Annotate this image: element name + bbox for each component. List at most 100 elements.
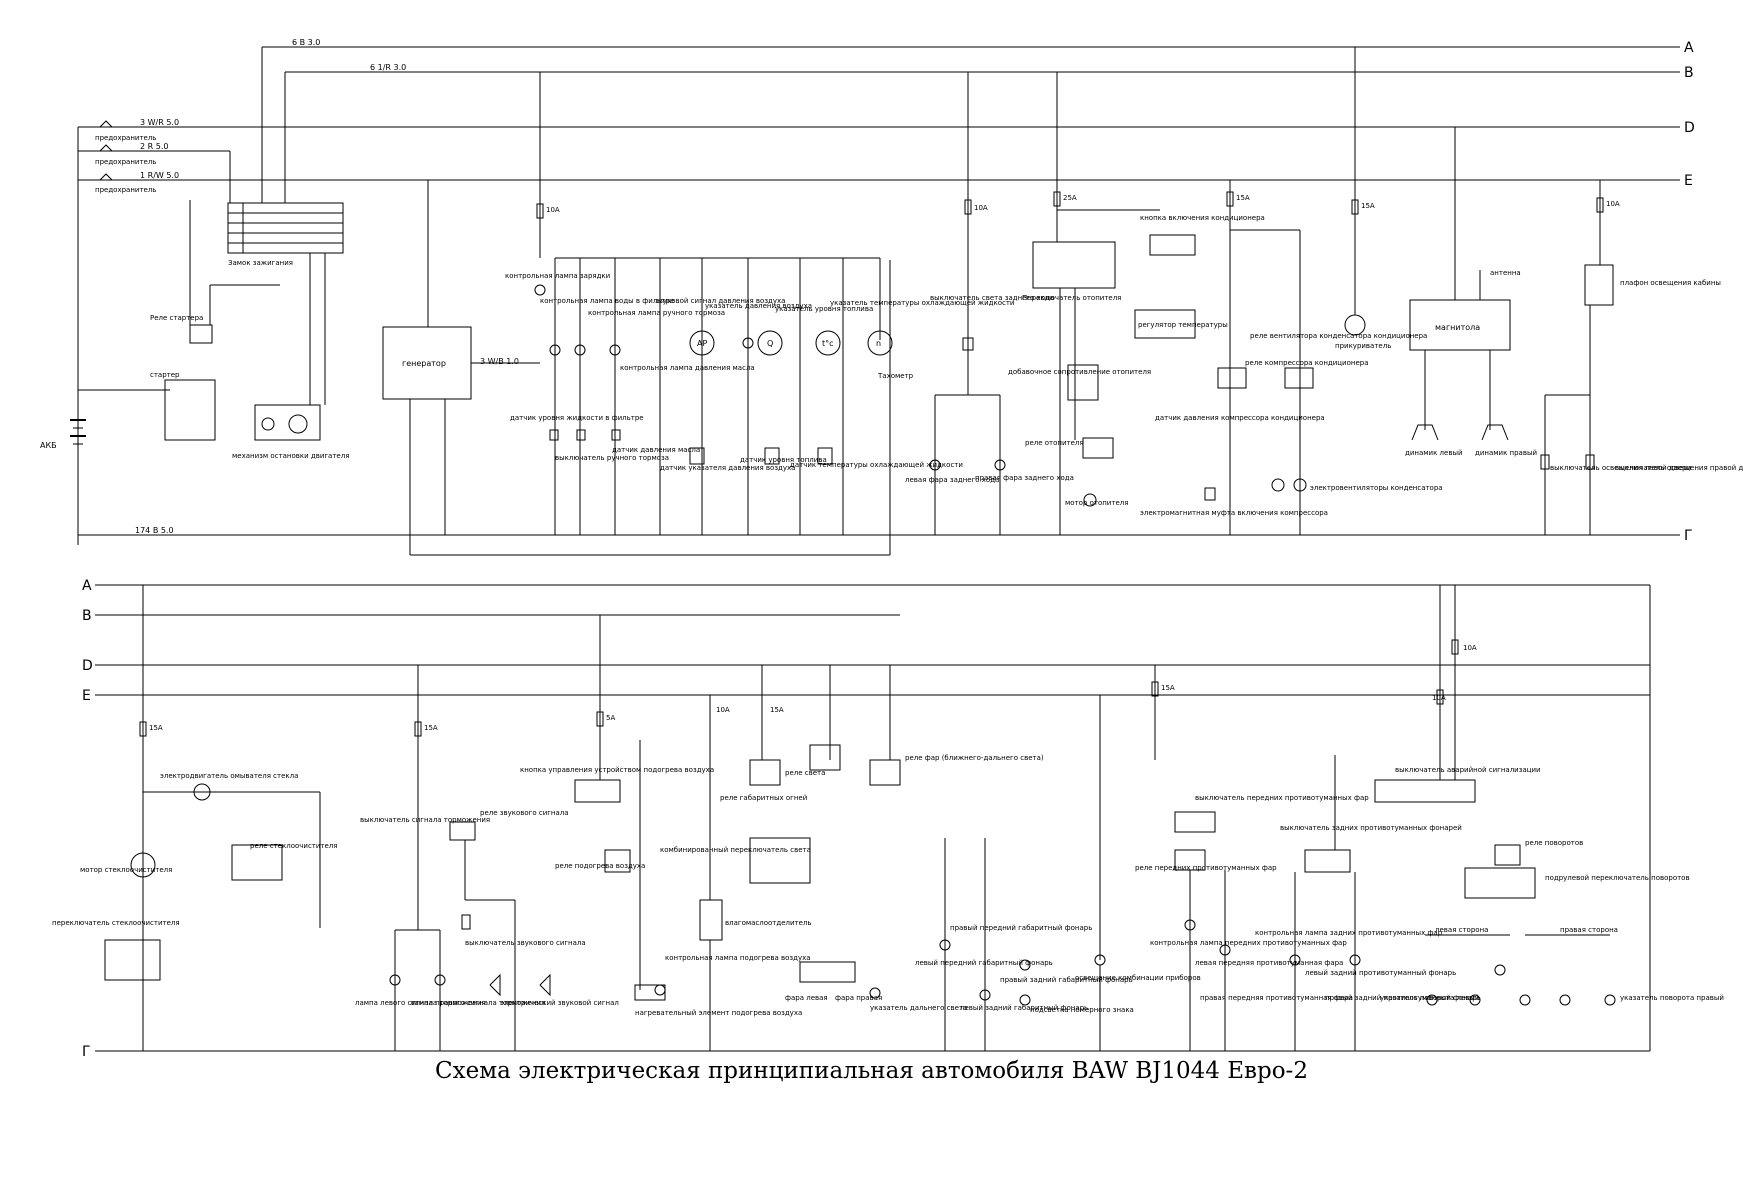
buzzer-label: звуковой сигнал давления воздуха — [655, 297, 785, 305]
svg-text:n: n — [876, 339, 881, 348]
bus-label-d: D — [1684, 120, 1695, 136]
wire-label-b: 6 1/R 3.0 — [370, 63, 406, 72]
stop-horn-circuit: выключатель сигнала торможения реле звук… — [355, 665, 619, 1051]
front-fog-switch-label: выключатель передних противотуманных фар — [1195, 794, 1369, 802]
plate-light-label: подсветка номерного знака — [1030, 1006, 1134, 1014]
reverse-lights: выключатель света заднего хода левая фар… — [905, 72, 1074, 535]
reverse-switch-label: выключатель света заднего хода — [930, 294, 1054, 302]
reverse-left-label: левая фара заднего хода — [905, 476, 999, 484]
condenser-fans-label: электровентиляторы конденсатора — [1310, 484, 1443, 492]
bus-label-a: A — [1684, 40, 1694, 56]
fuse-rating-label: 15A — [424, 724, 438, 732]
rear-fog-right-label: правый задний противотуманный фонарь — [1325, 994, 1481, 1002]
turn-left-ind-label: указатель поворота левый — [1380, 994, 1479, 1002]
left-speaker-label: динамик левый — [1405, 449, 1463, 457]
engine-stop-label: механизм остановки двигателя — [232, 452, 349, 460]
wiper-relay-label: реле стеклоочистителя — [250, 842, 338, 850]
rear-fog-circuit: выключатель задних противотуманных фонар… — [1255, 755, 1481, 1051]
rear-fog-left-label: левый задний противотуманный фонарь — [1305, 969, 1456, 977]
preheat-circuit: кнопка управления устройством подогрева … — [520, 615, 811, 1017]
fuse-rating-label: 10A — [716, 706, 730, 714]
compressor-relay-label: реле компрессора кондиционера — [1245, 359, 1369, 367]
wiper-motor-label: мотор стеклоочистителя — [80, 866, 172, 874]
left-side-label: левая сторона — [1435, 926, 1488, 934]
heater-resistor-label: добавочное сопротивление отопителя — [1008, 368, 1151, 376]
heater-circuit: Переключатель отопителя добавочное сопро… — [1008, 72, 1151, 535]
temp-sensor-label: датчик температуры охлаждающей жидкости — [790, 461, 963, 469]
fuse-rating-label: 15A — [1361, 202, 1375, 210]
cab-lamp-label: плафон освещения кабины — [1620, 279, 1721, 287]
lighting-circuit: реле габаритных огней реле света реле фа… — [660, 665, 1134, 1051]
generator: генератор — [382, 180, 891, 556]
door-left-label: выключатель освещения левой двери — [1550, 464, 1691, 472]
front-fog-circuit: выключатель передних противотуманных фар… — [1135, 665, 1369, 1051]
ignition-switch: Замок зажигания — [227, 47, 344, 267]
radio-label: магнитола — [1435, 323, 1480, 332]
wire-label-ground: 174 B 5.0 — [135, 526, 174, 535]
separator: влагомаслоотделитель — [699, 695, 812, 1051]
instrument-cluster: AP Q t°c n контрольная лампа зарядки кон… — [505, 72, 1014, 535]
starter-relay-label: Реле стартера — [150, 314, 203, 322]
preheat-relay-label: реле подогрева воздуха — [555, 862, 645, 870]
ac-circuit: кнопка включения кондиционера регулятор … — [1057, 180, 1443, 535]
fuse-rating-label: 10A — [974, 204, 988, 212]
turn-circuit: выключатель аварийной сигнализации реле … — [1374, 585, 1724, 1006]
fuse-rating-label: 5A — [606, 714, 615, 722]
dimensions-relay-label: реле габаритных огней — [720, 794, 807, 802]
charge-lamp-label: контрольная лампа зарядки — [505, 272, 610, 280]
bus-label-b: B — [1684, 65, 1694, 81]
rear-fog-switch-label: выключатель задних противотуманных фонар… — [1280, 824, 1462, 832]
lighter-label: прикуриватель — [1335, 342, 1391, 350]
front-fog-left-label: левая передняя противотуманная фара — [1195, 959, 1343, 967]
antenna-label: антенна — [1490, 269, 1521, 277]
front-left-pos-label: левый передний габаритный фонарь — [915, 959, 1053, 967]
bottom-bus-label-g: Г — [82, 1044, 91, 1060]
right-side-label: правая сторона — [1560, 926, 1618, 934]
ac-button-label: кнопка включения кондиционера — [1140, 214, 1265, 222]
bottom-bus-label-e: E — [82, 688, 91, 704]
heater-switch-label: Переключатель отопителя — [1022, 294, 1121, 302]
fuse-rating-label: 10A — [1606, 200, 1620, 208]
wire-label-e2: 1 R/W 5.0 — [140, 171, 179, 180]
svg-text:Q: Q — [767, 339, 773, 348]
wire-label-a: 6 B 3.0 — [292, 38, 320, 47]
clutch-label: электромагнитная муфта включения компрес… — [1140, 509, 1328, 517]
separator-label: влагомаслоотделитель — [725, 919, 812, 927]
stop-left-label: лампа левого сигнала торможения — [355, 999, 486, 1007]
turn-switch-label: подрулевой переключатель поворотов — [1545, 874, 1690, 882]
fuse-label-3: предохранитель — [95, 186, 156, 194]
brake-lamp-label: контрольная лампа ручного тормоза — [588, 309, 725, 317]
fuse-rating-label: 15A — [770, 706, 784, 714]
fuse-rating-label: 15A — [1236, 194, 1250, 202]
water-sensor-label: датчик уровня жидкости в фильтре — [510, 414, 644, 422]
wire-label-e1: 2 R 5.0 — [140, 142, 168, 151]
heating-element-label: нагревательный элемент подогрева воздуха — [635, 1009, 802, 1017]
temp-gauge-label: указатель температуры охлаждающей жидкос… — [830, 299, 1014, 307]
fuse-label-1: предохранитель — [95, 134, 156, 142]
fuse-label-2: предохранитель — [95, 158, 156, 166]
fan-relay-label: реле вентилятора конденсатора кондиционе… — [1250, 332, 1427, 340]
fuse-rating-label: 15A — [149, 724, 163, 732]
combo-switch-label: комбинированный переключатель света — [660, 846, 811, 854]
hazard-switch-label: выключатель аварийной сигнализации — [1395, 766, 1541, 774]
diagram-caption: Схема электрическая принципиальная автом… — [435, 1058, 1308, 1084]
panel-light: освещение комбинации приборов — [1075, 695, 1201, 1051]
brake-switch-label: выключатель ручного тормоза — [555, 454, 669, 462]
wiper-switch-label: переключатель стеклоочистителя — [52, 919, 180, 927]
fuse-rating-label: 10A — [546, 206, 560, 214]
flasher-label: реле поворотов — [1525, 839, 1583, 847]
front-fog-lamp-label: контрольная лампа передних противотуманн… — [1150, 939, 1347, 947]
starter-label: стартер — [150, 371, 180, 379]
fuse-rating-label: 10A — [1463, 644, 1477, 652]
horn-switch-label: выключатель звукового сигнала — [465, 939, 586, 947]
light-relay-label: реле света — [785, 769, 825, 777]
thermostat-label: регулятор температуры — [1138, 321, 1228, 329]
bus-label-g: Г — [1684, 528, 1693, 544]
top-bus-lines — [77, 46, 1680, 545]
wire-label-d: 3 W/R 5.0 — [140, 118, 179, 127]
bottom-bus-lines — [95, 584, 1650, 1052]
cab-lamp: плафон освещения кабины выключатель осве… — [1540, 180, 1743, 535]
turn-right-ind-label: указатель поворота правый — [1620, 994, 1724, 1002]
horns-label: электрический звуковой сигнал — [500, 999, 619, 1007]
radio: магнитола антенна динамик левый динамик … — [1405, 127, 1537, 457]
